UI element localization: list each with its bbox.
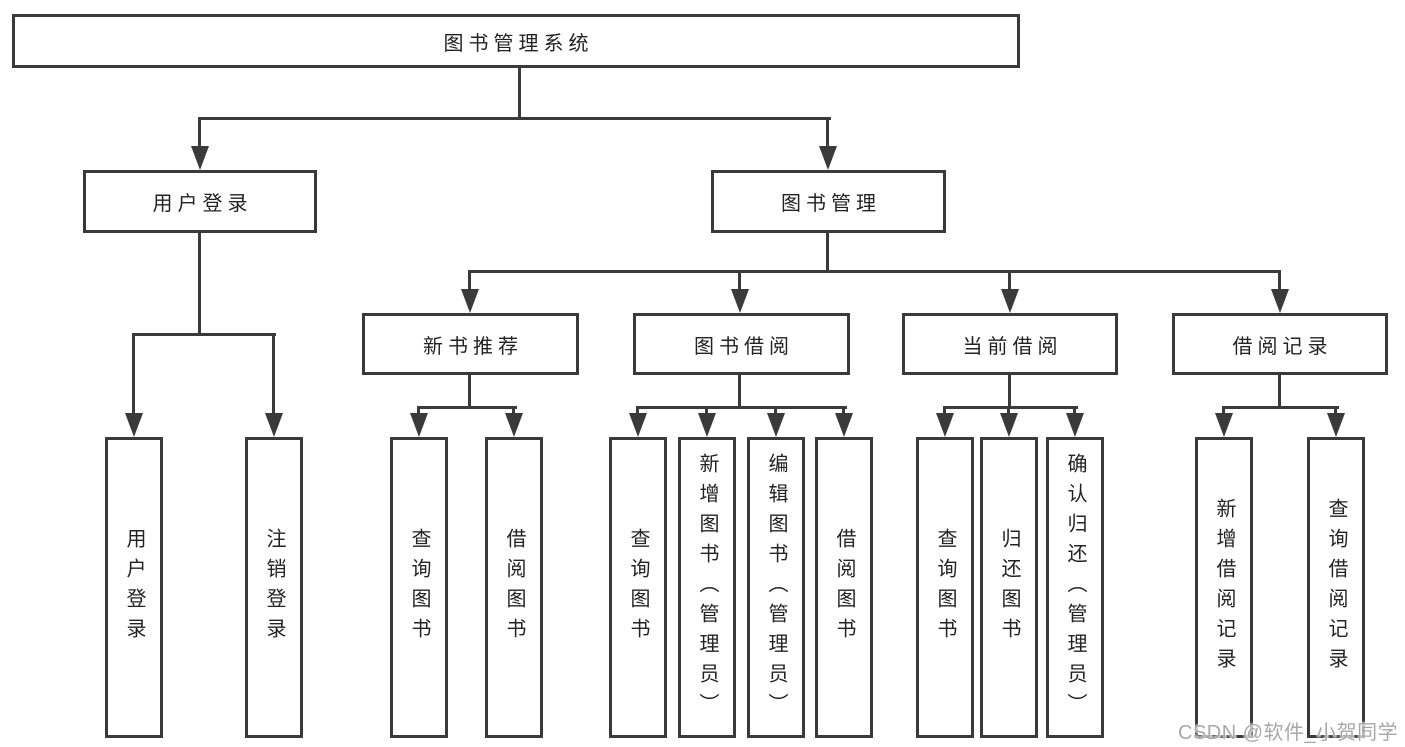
connector-level3-rail bbox=[468, 270, 1281, 273]
node-book-mgmt: 图书管理 bbox=[711, 170, 946, 233]
arrowhead-bb-query bbox=[629, 413, 647, 437]
connector-level2-rail bbox=[198, 117, 831, 120]
connector-drop-nb-query bbox=[417, 406, 420, 416]
connector-drop-nb-borrow bbox=[512, 406, 515, 416]
connector-drop-ul-logout bbox=[272, 333, 275, 415]
connector-drop-bb-query bbox=[636, 406, 639, 416]
node-ul-logout: 注销登录 bbox=[245, 437, 303, 738]
connector-drop-br-query bbox=[1334, 406, 1337, 416]
arrowhead-ul-login bbox=[125, 413, 143, 437]
arrowhead-br-add bbox=[1215, 413, 1233, 437]
arrowhead-new-book-rec bbox=[461, 289, 479, 313]
node-cb-return: 归还图书 bbox=[980, 437, 1038, 738]
arrowhead-current-borrow bbox=[1001, 289, 1019, 313]
node-book-borrow: 图书借阅 bbox=[633, 313, 850, 375]
connector-drop-book-borrow bbox=[738, 270, 741, 292]
node-current-borrow: 当前借阅 bbox=[902, 313, 1118, 375]
arrowhead-bb-edit bbox=[767, 413, 785, 437]
node-br-add: 新增借阅记录 bbox=[1195, 437, 1253, 738]
arrowhead-cb-confirm bbox=[1066, 413, 1084, 437]
node-nb-query: 查询图书 bbox=[390, 437, 448, 738]
node-new-book-rec: 新书推荐 bbox=[362, 313, 579, 375]
connector-user-login-stem bbox=[198, 233, 201, 335]
arrowhead-br-query bbox=[1327, 413, 1345, 437]
arrowhead-nb-query bbox=[410, 413, 428, 437]
connector-book-borrow-rail bbox=[636, 406, 847, 409]
connector-drop-cb-return bbox=[1007, 406, 1010, 416]
arrowhead-borrow-record bbox=[1271, 289, 1289, 313]
node-bb-query: 查询图书 bbox=[609, 437, 667, 738]
connector-new-book-rec-rail bbox=[417, 406, 517, 409]
connector-drop-new-book-rec bbox=[468, 270, 471, 292]
node-ul-login: 用户登录 bbox=[105, 437, 163, 738]
connector-drop-user-login bbox=[198, 117, 201, 149]
arrowhead-book-mgmt bbox=[819, 146, 837, 170]
node-bb-edit: 编辑图书（管理员） bbox=[747, 437, 805, 738]
arrowhead-user-login bbox=[191, 146, 209, 170]
arrowhead-bb-borrow bbox=[835, 413, 853, 437]
node-bb-borrow: 借阅图书 bbox=[815, 437, 873, 738]
node-borrow-record: 借阅记录 bbox=[1172, 313, 1388, 375]
node-root: 图书管理系统 bbox=[12, 14, 1020, 68]
arrowhead-cb-return bbox=[1000, 413, 1018, 437]
node-br-query: 查询借阅记录 bbox=[1307, 437, 1365, 738]
connector-drop-br-add bbox=[1222, 406, 1225, 416]
arrowhead-ul-logout bbox=[265, 413, 283, 437]
arrowhead-bb-add bbox=[698, 413, 716, 437]
connector-drop-borrow-record bbox=[1278, 270, 1281, 292]
csdn-watermark: CSDN @软件_小贺同学 bbox=[1178, 722, 1399, 744]
connector-user-login-rail bbox=[132, 333, 276, 336]
node-user-login: 用户登录 bbox=[83, 170, 317, 233]
connector-borrow-record-stem bbox=[1278, 375, 1281, 408]
connector-new-book-rec-stem bbox=[468, 375, 471, 408]
arrowhead-nb-borrow bbox=[505, 413, 523, 437]
connector-drop-cb-confirm bbox=[1073, 406, 1076, 416]
connector-book-mgmt-stem bbox=[826, 233, 829, 272]
connector-borrow-record-rail bbox=[1222, 406, 1339, 409]
connector-drop-book-mgmt bbox=[826, 117, 829, 149]
node-bb-add: 新增图书（管理员） bbox=[678, 437, 736, 738]
connector-drop-ul-login bbox=[132, 333, 135, 415]
connector-drop-current-borrow bbox=[1008, 270, 1011, 292]
connector-current-borrow-stem bbox=[1008, 375, 1011, 408]
connector-book-borrow-stem bbox=[738, 375, 741, 408]
node-cb-confirm: 确认归还（管理员） bbox=[1046, 437, 1104, 738]
arrowhead-cb-query bbox=[936, 413, 954, 437]
connector-root-stem bbox=[518, 68, 521, 120]
connector-drop-bb-borrow bbox=[842, 406, 845, 416]
node-cb-query: 查询图书 bbox=[916, 437, 974, 738]
connector-current-borrow-rail bbox=[943, 406, 1078, 409]
arrowhead-book-borrow bbox=[731, 289, 749, 313]
node-nb-borrow: 借阅图书 bbox=[485, 437, 543, 738]
connector-drop-bb-add bbox=[705, 406, 708, 416]
connector-drop-bb-edit bbox=[774, 406, 777, 416]
connector-drop-cb-query bbox=[943, 406, 946, 416]
